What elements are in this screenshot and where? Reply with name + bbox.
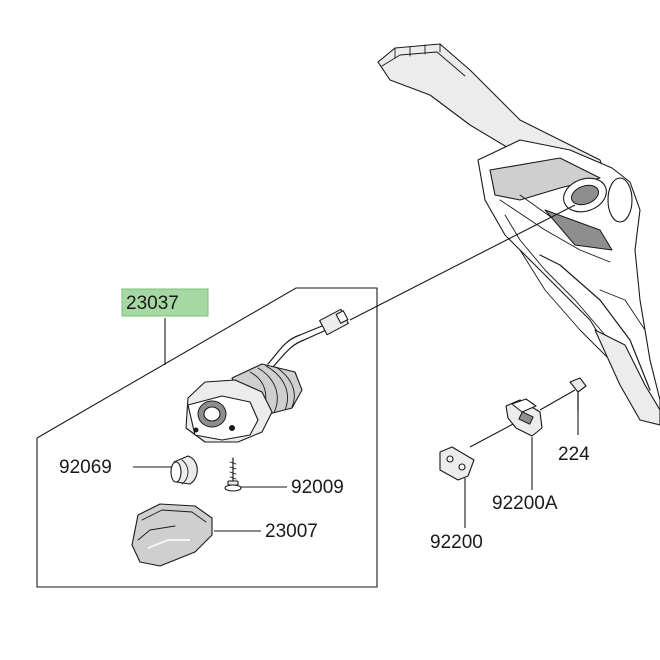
label-23037[interactable]: 23037: [121, 288, 209, 317]
bulb-part: [170, 455, 198, 485]
bracket-plate-a-part: [505, 398, 543, 437]
leader-92200-to-92200A: [469, 422, 516, 448]
part-number-224[interactable]: 224: [558, 444, 590, 465]
label-23037-highlight: [121, 288, 209, 317]
leader-assembly-to-frame: [349, 204, 576, 321]
assembly-callout-box: [36, 287, 378, 588]
rear-fender-frame: [377, 43, 660, 426]
bracket-plate-part: [439, 446, 475, 481]
screw-part: [224, 457, 242, 492]
turn-signal-assembly: [185, 308, 349, 443]
part-number-23007[interactable]: 23007: [265, 521, 318, 542]
part-number-92200A[interactable]: 92200A: [492, 493, 558, 514]
part-number-92009[interactable]: 92009: [291, 477, 344, 498]
part-number-92069[interactable]: 92069: [59, 457, 112, 478]
leader-bolt-to-bracket: [539, 389, 576, 411]
part-number-92200[interactable]: 92200: [430, 532, 483, 553]
part-number-23037: 23037: [126, 293, 179, 314]
lens-part: [131, 503, 213, 567]
